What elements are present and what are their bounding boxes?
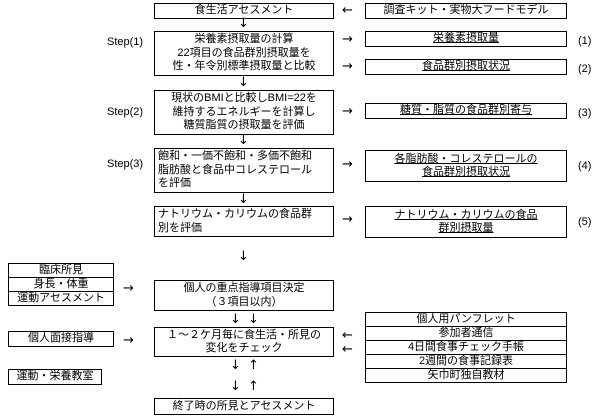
arrow-up-7b: ↑ bbox=[248, 379, 259, 394]
output3-box: 糖質・脂質の食品群別寄与 bbox=[365, 103, 567, 119]
assessment-label: 食生活アセスメント bbox=[194, 4, 294, 17]
material-meal-record-box: 2週間の食事記録表 bbox=[365, 354, 567, 369]
check-line1: １～２ケ月毎に食生活・所見の bbox=[167, 328, 321, 341]
step2-line1: 現状のBMIと比較しBMI=22を bbox=[171, 92, 317, 105]
output5-line2: 群別摂取量 bbox=[438, 222, 494, 234]
step3-box: 飽和・一価不飽和・多価不飽和 脂肪酸と食品中コレステロール を評価 bbox=[154, 148, 334, 193]
arrow-down-5: ↓ bbox=[238, 249, 249, 264]
output1-label: 栄養素摂取量 bbox=[433, 32, 499, 45]
height-weight-label: 身長・体重 bbox=[33, 277, 89, 290]
exercise-assessment-label: 運動アセスメント bbox=[17, 291, 105, 304]
arrow-down-6b: ↓ bbox=[248, 312, 259, 327]
output3-label: 糖質・脂質の食品群別寄与 bbox=[400, 104, 532, 117]
exercise-class-box: 運動・栄養教室 bbox=[8, 369, 102, 385]
step1-box: 栄養素摂取量の計算 22項目の食品群別摂取量を 性・年令別標準摂取量と比較 bbox=[154, 31, 334, 76]
step2-box: 現状のBMIと比較しBMI=22を 維持するエネルギーを計算し 糖質脂質の摂取量… bbox=[154, 90, 334, 135]
survey-kit-label: 調査キット・実物大フードモデル bbox=[383, 4, 549, 17]
final-assessment-label: 終了時の所見とアセスメント bbox=[172, 399, 316, 412]
exercise-class-label: 運動・栄養教室 bbox=[16, 370, 94, 383]
output5-number: (5) bbox=[578, 216, 592, 228]
step3-line2: 脂肪酸と食品中コレステロール bbox=[158, 163, 312, 176]
output4-line1: 各脂肪酸・コレステロールの bbox=[394, 152, 538, 165]
material-local-text-label: 矢巾町独自教材 bbox=[427, 368, 505, 381]
step1-line2: 22項目の食品群別摂取量を bbox=[177, 46, 311, 59]
arrow-up-7a: ↑ bbox=[248, 358, 259, 373]
sodium-line2: 別を評価 bbox=[158, 221, 202, 234]
output2-number: (2) bbox=[578, 63, 592, 75]
step3-line1: 飽和・一価不飽和・多価不飽和 bbox=[158, 150, 312, 163]
output3-number: (3) bbox=[578, 107, 592, 119]
decision-line1: 個人の重点指導項目決定 bbox=[183, 282, 305, 294]
arrow-right-out5: → bbox=[342, 212, 353, 227]
arrow-right-out1: → bbox=[342, 32, 353, 47]
output2-label: 食品群別摂取状況 bbox=[422, 60, 510, 73]
arrow-down-1: ↓ bbox=[238, 16, 249, 31]
arrow-right-out4: → bbox=[342, 157, 353, 172]
clinical-findings-label: 臨床所見 bbox=[39, 263, 83, 276]
arrow-left-materials-1: ← bbox=[342, 328, 353, 343]
output4-line2: 食品群別摂取状況 bbox=[422, 166, 510, 178]
step1-line1: 栄養素摂取量の計算 bbox=[194, 33, 294, 46]
sodium-line1: ナトリウム・カリウムの食品群 bbox=[158, 208, 312, 220]
arrow-right-out3: → bbox=[342, 104, 353, 119]
material-meal-check-box: 4日間食事チェック手帳 bbox=[365, 340, 567, 355]
step3-label: Step(3) bbox=[107, 158, 144, 170]
arrow-down-3: ↓ bbox=[238, 133, 249, 148]
step3-line3: を評価 bbox=[158, 177, 191, 190]
arrow-down-4: ↓ bbox=[238, 192, 249, 207]
survey-kit-box: 調査キット・実物大フードモデル bbox=[365, 3, 567, 19]
output4-number: (4) bbox=[578, 160, 592, 172]
material-meal-record-label: 2週間の食事記録表 bbox=[418, 354, 514, 367]
arrow-left-kit: ← bbox=[342, 3, 353, 18]
check-line2: 変化をチェック bbox=[205, 342, 283, 354]
arrow-right-interview: → bbox=[123, 333, 134, 348]
arrow-right-out2: → bbox=[342, 59, 353, 74]
material-newsletter-label: 参加者通信 bbox=[438, 326, 494, 339]
check-box: １～２ケ月毎に食生活・所見の 変化をチェック bbox=[154, 327, 334, 357]
step1-label: Step(1) bbox=[107, 36, 144, 48]
arrow-right-inputs: → bbox=[123, 281, 134, 296]
decision-line2: （３項目以内） bbox=[205, 295, 283, 308]
assessment-box: 食生活アセスメント bbox=[154, 3, 334, 19]
decision-box: 個人の重点指導項目決定 （３項目以内） bbox=[154, 280, 334, 311]
interview-label: 個人面接指導 bbox=[28, 332, 94, 345]
step2-line2: 維持するエネルギーを計算し bbox=[172, 105, 316, 118]
output1-number: (1) bbox=[578, 35, 592, 47]
output4-box: 各脂肪酸・コレステロールの 食品群別摂取状況 bbox=[365, 150, 567, 182]
arrow-left-materials-2: ← bbox=[342, 342, 353, 357]
clinical-findings-box: 臨床所見 bbox=[8, 263, 114, 278]
height-weight-box: 身長・体重 bbox=[8, 277, 114, 292]
step1-line3: 性・年令別標準摂取量と比較 bbox=[172, 60, 316, 73]
arrow-down-6a: ↓ bbox=[230, 312, 241, 327]
step2-line3: 糖質脂質の摂取量を評価 bbox=[183, 119, 305, 132]
output5-box: ナトリウム・カリウムの食品 群別摂取量 bbox=[365, 206, 567, 238]
output2-box: 食品群別摂取状況 bbox=[365, 59, 567, 75]
material-local-text-box: 矢巾町独自教材 bbox=[365, 368, 567, 383]
sodium-box: ナトリウム・カリウムの食品群 別を評価 bbox=[154, 206, 334, 237]
material-pamphlet-label: 個人用パンフレット bbox=[416, 312, 516, 325]
arrow-down-2: ↓ bbox=[238, 75, 249, 90]
material-newsletter-box: 参加者通信 bbox=[365, 326, 567, 341]
material-meal-check-label: 4日間食事チェック手帳 bbox=[407, 340, 525, 353]
interview-box: 個人面接指導 bbox=[8, 331, 114, 347]
output1-box: 栄養素摂取量 bbox=[365, 31, 567, 47]
material-pamphlet-box: 個人用パンフレット bbox=[365, 312, 567, 327]
final-assessment-box: 終了時の所見とアセスメント bbox=[154, 398, 334, 415]
exercise-assessment-box: 運動アセスメント bbox=[8, 291, 114, 306]
arrow-down-7a: ↓ bbox=[230, 358, 241, 373]
step2-label: Step(2) bbox=[107, 106, 144, 118]
arrow-down-7b: ↓ bbox=[230, 379, 241, 394]
output5-line1: ナトリウム・カリウムの食品 bbox=[394, 208, 538, 221]
